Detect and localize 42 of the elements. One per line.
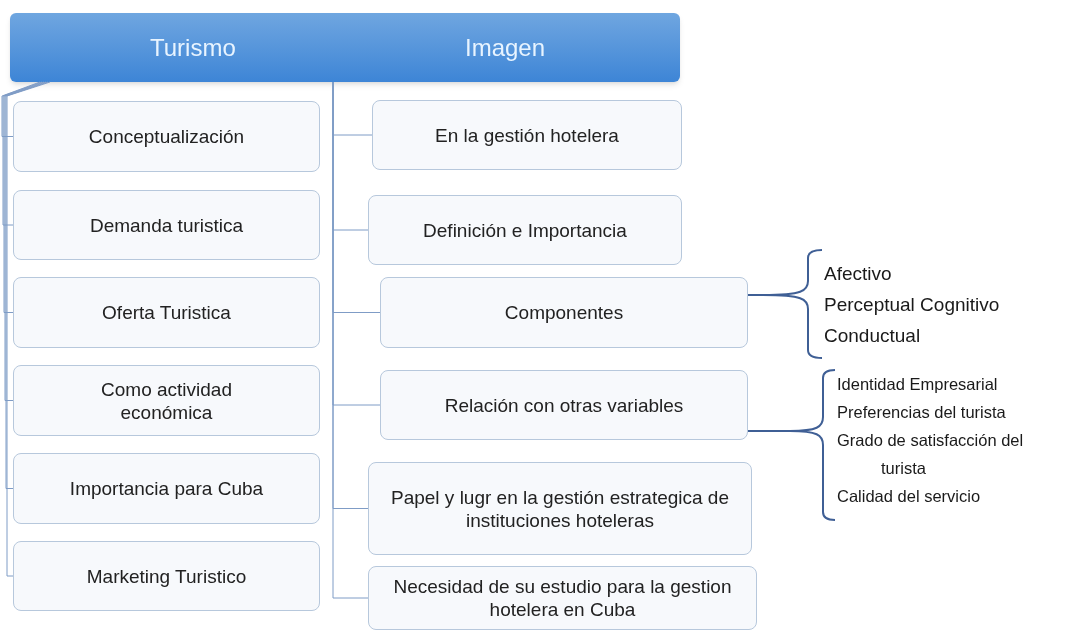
topic-box — [13, 453, 320, 524]
connector-line — [6, 81, 51, 577]
topic-text: Demanda turistica — [89, 213, 244, 237]
topic-box — [372, 100, 682, 170]
list-item: Identidad Empresarial — [837, 374, 999, 395]
topic-box — [13, 277, 320, 348]
topic-box — [380, 277, 748, 348]
connector-line — [2, 81, 43, 226]
list-item: Afectivo — [824, 262, 893, 286]
topic-text: Oferta Turistica — [102, 301, 231, 324]
topic-box — [368, 566, 757, 630]
connector-line — [4, 81, 47, 401]
topic-text: Papel y lugr en la gestión estrategica de instituciones hoteleras — [390, 485, 730, 532]
list-item: Calidad del servicio — [837, 486, 982, 507]
connector-line — [5, 81, 49, 489]
topic-text: Conceptualización — [88, 125, 245, 148]
brace-connector — [747, 369, 836, 521]
header-bar — [10, 13, 680, 82]
list-item: Preferencias del turista — [837, 402, 1007, 423]
topic-text: En la gestión hotelera — [435, 123, 619, 147]
topic-text: Componentes — [504, 301, 624, 324]
topic-text: Definición e Importancia — [423, 218, 627, 242]
brace-connector — [747, 249, 823, 359]
topic-box — [13, 101, 320, 172]
connector-line — [1, 81, 41, 137]
topic-box — [368, 462, 752, 555]
topic-text: Como actividad económica — [100, 377, 233, 424]
connector-line — [3, 81, 45, 313]
topic-box — [380, 370, 748, 440]
topic-text: Marketing Turistico — [86, 564, 247, 588]
topic-text: Importancia para Cuba — [69, 477, 264, 500]
list-item: Conductual — [824, 324, 922, 348]
list-item: Perceptual Cognitivo — [824, 293, 1001, 317]
topic-text: Relación con otras variables — [444, 393, 684, 417]
topic-box — [13, 365, 320, 436]
list-item: Grado de satisfacción del turista — [837, 430, 1025, 479]
column-heading: Imagen — [465, 32, 546, 63]
topic-box — [368, 195, 682, 265]
topic-box — [13, 541, 320, 611]
topic-box — [13, 190, 320, 260]
topic-text: Necesidad de su estudio para la gestion hotelera en Cuba — [392, 575, 733, 621]
column-heading: Turismo — [150, 32, 236, 63]
